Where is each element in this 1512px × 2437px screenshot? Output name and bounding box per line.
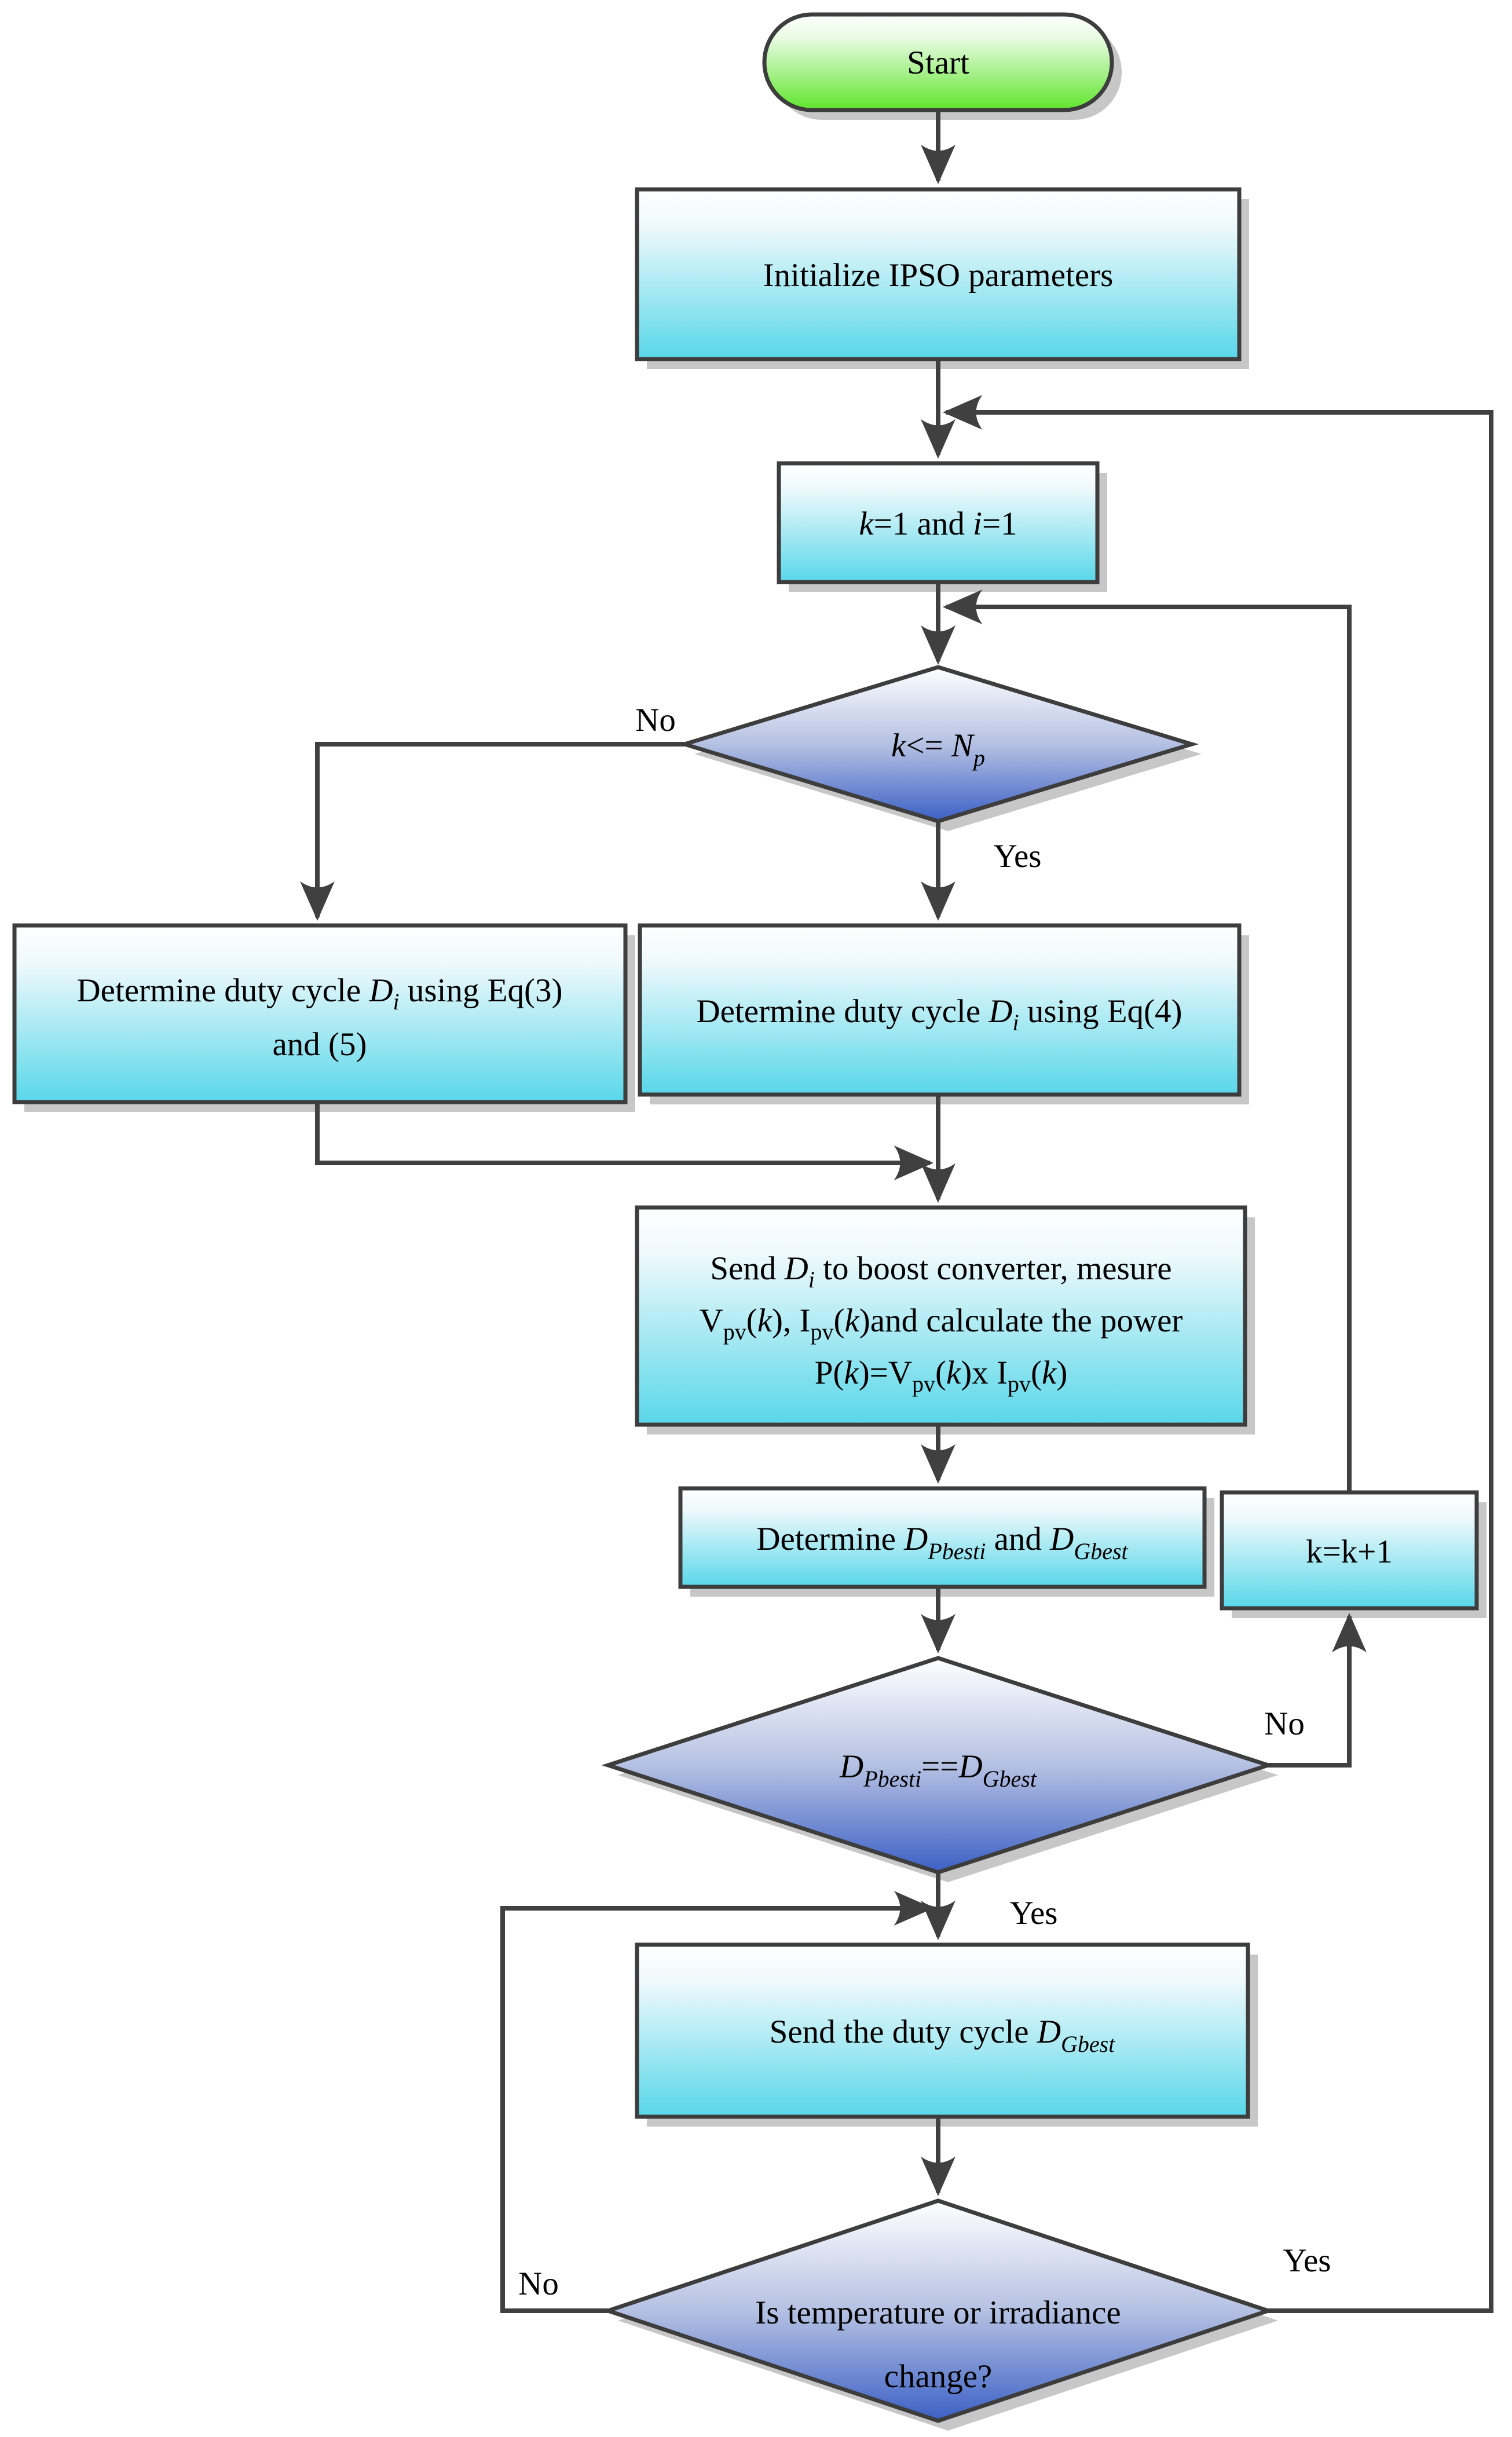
send-process-label-line2: Vpv(k), Ipv(k)and calculate the power <box>700 1302 1183 1345</box>
k1-process-label: k=1 and i=1 <box>859 506 1017 542</box>
init-process-node <box>635 187 1242 361</box>
d3-decision-label-line2: change? <box>884 2358 993 2395</box>
edges <box>300 110 1493 2313</box>
d2-yes-label: Yes <box>1010 1895 1058 1931</box>
d3-decision-label-line1: Is temperature or irradiance <box>755 2295 1121 2331</box>
d2-decision-node <box>601 1656 1275 1875</box>
edge-d1-no-to-eq35 <box>300 742 684 921</box>
det-process-label: Determine DPbesti and DGbest <box>756 1521 1128 1564</box>
start-node <box>762 12 1114 112</box>
d1-no-label: No <box>635 702 676 738</box>
branch-labels: No Yes No Yes No Yes <box>518 702 1331 2302</box>
edge-d3-yes-loop-to-top <box>943 395 1493 2313</box>
d1-decision-node <box>677 665 1199 824</box>
sendduty-process-label: Send the duty cycle DGbest <box>770 2014 1116 2057</box>
init-process-label: Initialize IPSO parameters <box>763 257 1114 294</box>
edge-eq35-to-merge <box>315 1102 933 1180</box>
sendduty-process-node <box>635 1942 1250 2119</box>
eq35-process-label-line1: Determine duty cycle Di using Eq(3) <box>77 972 563 1015</box>
k1-process-node <box>777 461 1100 584</box>
send-process-node <box>635 1205 1247 1427</box>
d3-decision-node <box>601 2198 1275 2423</box>
edge-d2-no-to-kk <box>1268 1613 1367 1768</box>
d1-yes-label: Yes <box>994 838 1042 874</box>
eq35-process-label-line2: and (5) <box>272 1026 367 1063</box>
eq4-process-label: Determine duty cycle Di using Eq(4) <box>697 993 1182 1035</box>
kk-process-node <box>1220 1490 1479 1611</box>
eq35-process-node <box>12 923 628 1104</box>
d2-decision-label: DPbesti==DGbest <box>839 1748 1037 1792</box>
edge-d3-no-loop-to-sendduty <box>500 1891 933 2313</box>
d2-no-label: No <box>1264 1706 1305 1742</box>
send-process-label-line3: P(k)=Vpv(k)x Ipv(k) <box>815 1355 1068 1397</box>
d1-decision-label: k<= Np <box>891 727 985 771</box>
kk-process-label: k=k+1 <box>1306 1534 1393 1570</box>
send-process-label-line1: Send Di to boost converter, mesure <box>710 1250 1171 1293</box>
start-node-label: Start <box>907 45 969 81</box>
det-process-node <box>678 1486 1207 1589</box>
eq4-process-node <box>638 923 1242 1097</box>
d3-no-label: No <box>518 2266 559 2302</box>
nodes: Start Initialize IPSO parameters k=1 and… <box>12 12 1479 2423</box>
d3-yes-label: Yes <box>1283 2242 1331 2279</box>
edge-kk-loop-to-d1 <box>943 590 1352 1492</box>
